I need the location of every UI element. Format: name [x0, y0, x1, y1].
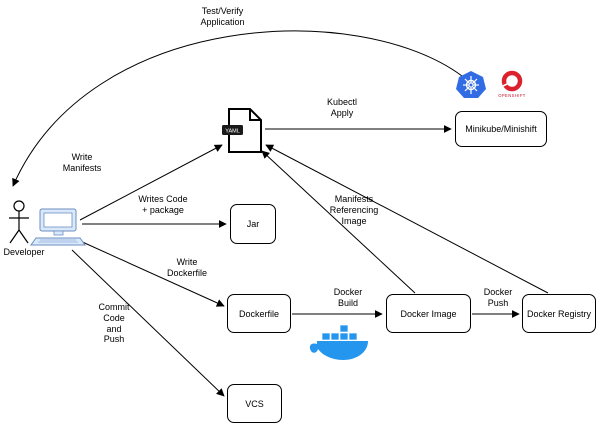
label-test-verify: Test/Verify Application [200, 6, 245, 27]
arrow-registry-to-yaml [265, 144, 549, 294]
node-jar: Jar [230, 204, 276, 244]
node-docker-registry: Docker Registry [522, 294, 596, 333]
openshift-wordmark: OPENSHIFT [498, 93, 526, 98]
openshift-icon: OPENSHIFT [498, 70, 526, 98]
yaml-file-icon: YAML [222, 108, 262, 153]
node-docker-image: Docker Image [386, 294, 471, 333]
arrow-developer-to-vcs [71, 249, 225, 397]
node-minikube: Minikube/Minishift [455, 111, 547, 147]
node-dockerfile: Dockerfile [227, 294, 291, 333]
label-commit-code: Commit Code and Push [98, 302, 130, 345]
label-kubectl-apply: Kubectl Apply [326, 97, 358, 118]
label-developer: Developer [3, 247, 45, 257]
developer-stick-figure-icon [9, 200, 29, 244]
arrow-developer-to-dockerfile [77, 239, 225, 307]
label-write-manifests: Write Manifests [62, 152, 102, 173]
label-write-dockerfile: Write Dockerfile [166, 257, 207, 278]
kubernetes-icon [456, 71, 486, 98]
computer-icon [30, 208, 86, 246]
yaml-badge [222, 125, 243, 135]
yaml-badge-text: YAML [225, 129, 240, 135]
label-writes-code: Writes Code + package [138, 194, 188, 215]
arrow-image-to-yaml [261, 150, 416, 294]
arrow-developer-to-yaml [79, 144, 223, 221]
node-vcs: VCS [227, 384, 282, 423]
docker-whale-icon [309, 324, 368, 360]
arrow-cluster-to-developer [12, 30, 463, 187]
label-manifests-referencing: Manifests Referencing Image [329, 194, 379, 226]
label-docker-push: Docker Push [483, 287, 513, 308]
label-docker-build: Docker Build [333, 287, 363, 308]
